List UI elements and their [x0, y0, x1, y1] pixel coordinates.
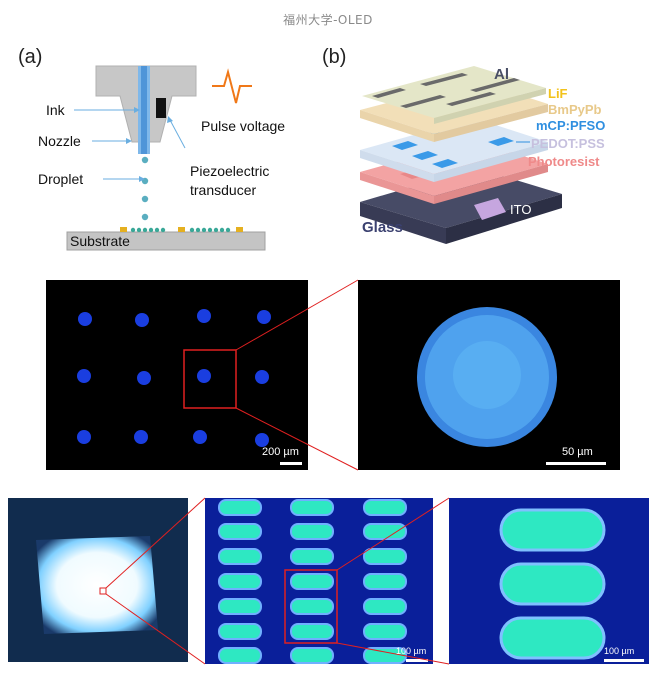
al-electrodes — [372, 73, 520, 108]
zoom-box-pixels — [284, 569, 338, 644]
pedot-layer — [360, 118, 548, 174]
scale-100um-b: 100 µm — [604, 646, 635, 656]
dot-array — [77, 309, 271, 447]
glass-layer — [360, 168, 562, 228]
legend-pedot-pss: PEDOT:PSS — [531, 136, 605, 151]
oled-stack-diagram — [360, 66, 562, 244]
scale-200um: 200 µm — [262, 446, 299, 458]
pixel-array — [218, 499, 407, 664]
emitting-panel — [36, 536, 158, 634]
inkjet-schematic — [66, 65, 266, 251]
legend-mcp-pfso: mCP:PFSO — [536, 118, 606, 133]
zoom-box-dots — [183, 349, 237, 409]
droplet-micrographs — [46, 279, 620, 471]
droplet-label: Droplet — [38, 171, 84, 187]
panel-b-label: (b) — [322, 46, 347, 68]
legend-bmpypb: BmPyPb — [548, 102, 602, 117]
pixel-zoom — [499, 508, 606, 660]
pulse-voltage-label: Pulse voltage — [201, 118, 286, 134]
panel-a-label: (a) — [18, 46, 43, 68]
pulse-waveform — [212, 68, 252, 104]
ito-label: ITO — [510, 202, 532, 217]
page-header: 福州大学-OLED — [283, 13, 373, 27]
scale-100um-a: 100 µm — [396, 646, 427, 656]
glass-label: Glass — [362, 219, 403, 236]
legend-photoresist: Photoresist — [528, 154, 600, 169]
device-photos — [8, 497, 649, 665]
legend-lif: LiF — [548, 86, 568, 101]
piezo-label-line2: transducer — [190, 182, 257, 198]
ink-label: Ink — [46, 102, 65, 118]
nozzle-label: Nozzle — [38, 133, 81, 149]
droplet — [141, 156, 149, 164]
scale-50um: 50 µm — [562, 446, 593, 458]
droplet — [141, 195, 149, 203]
al-label: Al — [494, 66, 509, 83]
substrate-bar — [66, 231, 266, 251]
ito-strip — [474, 198, 506, 220]
substrate-label: Substrate — [70, 233, 130, 249]
droplet — [141, 213, 149, 221]
printed-film — [130, 227, 231, 233]
piezo-block — [156, 98, 166, 118]
piezo-label-line1: Piezoelectric — [190, 163, 270, 179]
